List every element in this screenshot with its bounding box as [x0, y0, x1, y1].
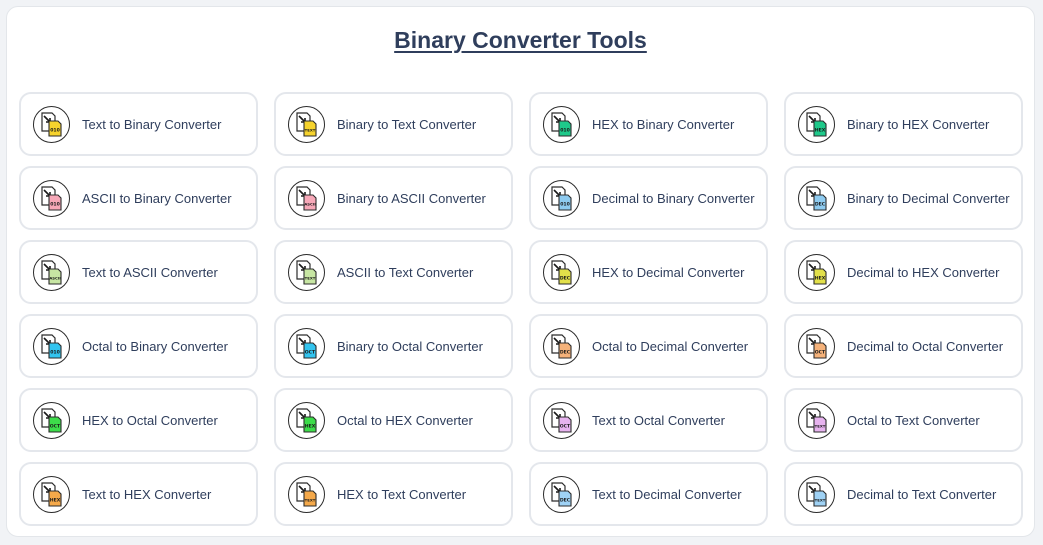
icon-tag-label: ASCII [304, 201, 316, 206]
file-convert-icon: DEC [543, 475, 580, 513]
tool-card[interactable]: DEC Text to Decimal Converter [529, 462, 768, 526]
icon-tag-label: OCT [815, 349, 826, 355]
icon-tag-label: ASCII [49, 275, 61, 280]
icon-tag-label: 010 [560, 127, 570, 133]
tool-card[interactable]: OCT Text to Octal Converter [529, 388, 768, 452]
file-convert-icon: TEXT [288, 475, 325, 513]
tools-panel: Binary Converter Tools 010 Text to Binary… [6, 6, 1035, 537]
file-convert-icon: HEX [798, 105, 835, 143]
tool-card[interactable]: OCT Decimal to Octal Converter [784, 314, 1023, 378]
icon-tag-label: 010 [50, 127, 60, 133]
file-convert-icon: OCT [798, 327, 835, 365]
file-convert-icon: TEXT [288, 105, 325, 143]
tool-card[interactable]: 010 Decimal to Binary Converter [529, 166, 768, 230]
tool-card[interactable]: 010 HEX to Binary Converter [529, 92, 768, 156]
tool-card-label: HEX to Decimal Converter [592, 264, 745, 280]
tool-card[interactable]: OCT Binary to Octal Converter [274, 314, 513, 378]
tool-card-label: Binary to ASCII Converter [337, 190, 486, 206]
icon-tag-label: OCT [305, 349, 316, 355]
icon-tag-label: OCT [50, 423, 61, 429]
file-convert-icon: DEC [543, 253, 580, 291]
icon-tag-label: DEC [560, 349, 571, 355]
file-convert-icon: HEX [33, 475, 70, 513]
page-title[interactable]: Binary Converter Tools [394, 27, 647, 53]
file-convert-icon: DEC [543, 327, 580, 365]
icon-tag-label: TEXT [815, 423, 826, 428]
icon-tag-label: HEX [305, 423, 316, 429]
file-convert-icon: OCT [543, 401, 580, 439]
file-convert-icon: OCT [288, 327, 325, 365]
file-convert-icon: 010 [543, 105, 580, 143]
tool-card-label: Octal to Decimal Converter [592, 338, 749, 354]
tool-card-label: Octal to HEX Converter [337, 412, 473, 428]
file-convert-icon: DEC [798, 179, 835, 217]
icon-tag-label: TEXT [305, 497, 316, 502]
tool-card-label: ASCII to Text Converter [337, 264, 474, 280]
tool-card-label: ASCII to Binary Converter [82, 190, 232, 206]
tool-card-label: Binary to Octal Converter [337, 338, 483, 354]
tool-card-label: HEX to Binary Converter [592, 116, 735, 132]
tool-card-label: Binary to Text Converter [337, 116, 477, 132]
tool-card[interactable]: ASCII Text to ASCII Converter [19, 240, 258, 304]
tool-card[interactable]: ASCII Binary to ASCII Converter [274, 166, 513, 230]
icon-tag-label: HEX [815, 275, 826, 281]
file-convert-icon: TEXT [288, 253, 325, 291]
tool-card-label: Text to Binary Converter [82, 116, 222, 132]
tool-card-label: Binary to Decimal Converter [847, 190, 1010, 206]
tool-card[interactable]: TEXT Binary to Text Converter [274, 92, 513, 156]
tool-card[interactable]: OCT HEX to Octal Converter [19, 388, 258, 452]
icon-tag-label: 010 [50, 201, 60, 207]
tool-card-label: Text to Decimal Converter [592, 486, 742, 502]
tool-card-label: Decimal to Octal Converter [847, 338, 1004, 354]
tool-card-label: Decimal to HEX Converter [847, 264, 1000, 280]
file-convert-icon: ASCII [288, 179, 325, 217]
file-convert-icon: 010 [543, 179, 580, 217]
file-convert-icon: TEXT [798, 401, 835, 439]
tool-card[interactable]: HEX Octal to HEX Converter [274, 388, 513, 452]
icon-tag-label: HEX [815, 127, 826, 133]
icon-tag-label: DEC [815, 201, 826, 207]
tool-card-label: Decimal to Text Converter [847, 486, 997, 502]
tool-card[interactable]: HEX Decimal to HEX Converter [784, 240, 1023, 304]
icon-tag-label: DEC [560, 497, 571, 503]
file-convert-icon: 010 [33, 327, 70, 365]
file-convert-icon: OCT [33, 401, 70, 439]
file-convert-icon: HEX [288, 401, 325, 439]
tool-card[interactable]: TEXT HEX to Text Converter [274, 462, 513, 526]
icon-tag-label: 010 [50, 349, 60, 355]
tool-card[interactable]: TEXT Octal to Text Converter [784, 388, 1023, 452]
tool-card-label: Octal to Binary Converter [82, 338, 228, 354]
tool-card-label: HEX to Text Converter [337, 486, 467, 502]
tool-card[interactable]: DEC Binary to Decimal Converter [784, 166, 1023, 230]
icon-tag-label: TEXT [305, 275, 316, 280]
tool-card-label: Text to Octal Converter [592, 412, 725, 428]
tool-card[interactable]: 010 Text to Binary Converter [19, 92, 258, 156]
tool-card-label: Text to HEX Converter [82, 486, 212, 502]
file-convert-icon: TEXT [798, 475, 835, 513]
tool-card[interactable]: TEXT ASCII to Text Converter [274, 240, 513, 304]
tool-card-label: HEX to Octal Converter [82, 412, 218, 428]
tool-card[interactable]: 010 ASCII to Binary Converter [19, 166, 258, 230]
tool-card[interactable]: TEXT Decimal to Text Converter [784, 462, 1023, 526]
tool-card[interactable]: HEX Text to HEX Converter [19, 462, 258, 526]
tool-card-label: Binary to HEX Converter [847, 116, 990, 132]
tool-card[interactable]: DEC Octal to Decimal Converter [529, 314, 768, 378]
icon-tag-label: HEX [50, 497, 61, 503]
file-convert-icon: 010 [33, 105, 70, 143]
tool-card-label: Text to ASCII Converter [82, 264, 218, 280]
file-convert-icon: HEX [798, 253, 835, 291]
tool-card[interactable]: DEC HEX to Decimal Converter [529, 240, 768, 304]
file-convert-icon: ASCII [33, 253, 70, 291]
icon-tag-label: 010 [560, 201, 570, 207]
tool-card-label: Decimal to Binary Converter [592, 190, 755, 206]
tool-card[interactable]: HEX Binary to HEX Converter [784, 92, 1023, 156]
tool-card[interactable]: 010 Octal to Binary Converter [19, 314, 258, 378]
tool-card-label: Octal to Text Converter [847, 412, 980, 428]
icon-tag-label: TEXT [815, 497, 826, 502]
icon-tag-label: DEC [560, 275, 571, 281]
file-convert-icon: 010 [33, 179, 70, 217]
icon-tag-label: TEXT [305, 127, 316, 132]
icon-tag-label: OCT [560, 423, 571, 429]
